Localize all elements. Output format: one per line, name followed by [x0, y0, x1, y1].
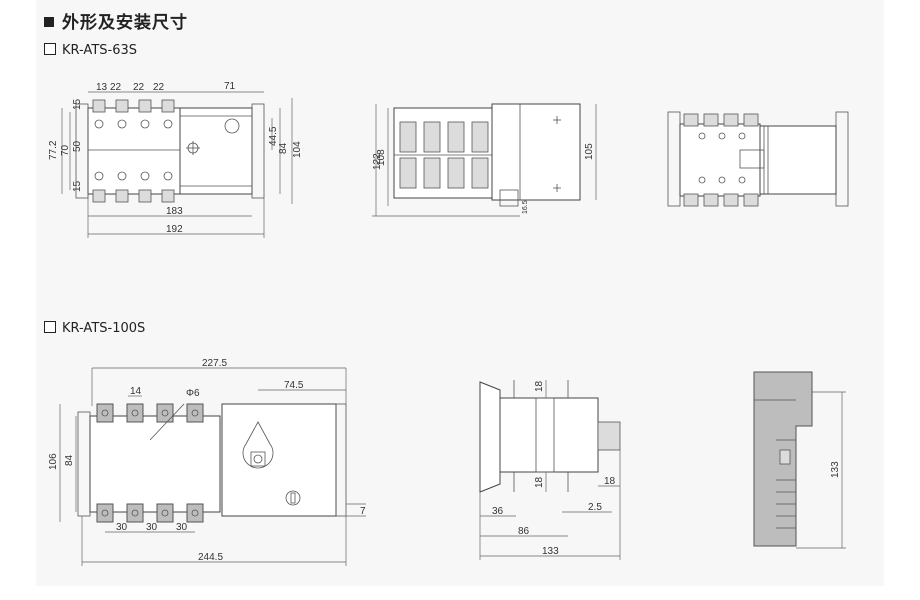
checkbox-square-icon: [44, 321, 56, 333]
dim-63s-left-small-bottom: 15: [72, 180, 83, 192]
dim-63s-top-1: 22: [110, 82, 122, 93]
dim-100s-pitch-0: 30: [116, 522, 128, 533]
100s-handle: [242, 421, 274, 469]
dim-100s-pitch-top: 14: [130, 386, 142, 397]
63s-side-operator: [491, 103, 581, 201]
dim-63s-bottom-a: 183: [166, 206, 183, 217]
100s-front-operator: [221, 403, 337, 517]
dim-63s-top-3: 22: [153, 82, 165, 93]
dim-100s-side-top: 18: [534, 380, 545, 392]
model-label-63s-text: KR-ATS-63S: [62, 43, 137, 58]
dim-100s-top-right: 74.5: [284, 380, 304, 391]
dim-63s-right-b: 84: [278, 142, 289, 154]
100s-lock: [285, 490, 301, 506]
63s-terminal-bottom: [138, 189, 152, 203]
dim-100s-side-right: 18: [604, 476, 616, 487]
100s-terminal-bottom: [126, 503, 144, 523]
drawing-63s-side: 122 108 105 16.5: [372, 103, 597, 217]
dim-100s-side-c: 86: [518, 526, 530, 537]
dim-100s-hole: Φ6: [186, 388, 200, 399]
dim-100s-side-bottom: 18: [534, 476, 545, 488]
63s-back-body: [679, 123, 761, 197]
100s-terminal-top: [156, 403, 174, 423]
dim-63s-left-mid: 70: [60, 144, 71, 156]
100s-terminal-bottom: [96, 503, 114, 523]
bullet-square-icon: [44, 17, 54, 27]
dim-63s-left-small-top: 15: [72, 98, 83, 110]
dim-63s-right-a: 44.5: [268, 126, 279, 146]
100s-front-breaker-body: [89, 415, 221, 513]
63s-terminal-bottom: [161, 189, 175, 203]
dim-100s-side-a: 36: [492, 506, 504, 517]
100s-terminal-top: [186, 403, 204, 423]
63s-terminal-top: [138, 99, 152, 113]
63s-terminal-bottom: [92, 189, 106, 203]
63s-terminal-top: [92, 99, 106, 113]
63s-front-left-bracket: [75, 103, 89, 199]
63s-back-operator: [759, 125, 837, 195]
100s-terminal-top: [126, 403, 144, 423]
dim-63s-side-small: 16.5: [522, 200, 529, 214]
drawing-63s-back: [667, 111, 849, 207]
dim-63s-top-0: 13: [96, 82, 108, 93]
model-label-100s-text: KR-ATS-100S: [62, 321, 146, 336]
100s-side-cover: [479, 381, 501, 493]
dim-63s-side-left-outer: 122: [372, 153, 383, 170]
63s-terminal-top: [161, 99, 175, 113]
section-title-text: 外形及安装尺寸: [62, 13, 188, 33]
checkbox-square-icon: [44, 43, 56, 55]
dim-100s-pitch-1: 30: [146, 522, 158, 533]
100s-side-body: [499, 397, 599, 473]
dim-63s-side-right: 105: [584, 143, 595, 160]
dim-100s-left-inner: 84: [64, 454, 75, 466]
dim-63s-side-left-inner: 108: [376, 149, 387, 166]
dim-63s-top-2: 22: [133, 82, 145, 93]
100s-terminal-top: [96, 403, 114, 423]
63s-front-bracket: [251, 103, 265, 199]
drawing-63s-front: 13 22 22 22 71 77.2 70 50 15 15 44.5 84 …: [48, 81, 303, 238]
dim-63s-left-outer: 77.2: [48, 140, 59, 160]
63s-front-operator-body: [179, 107, 253, 195]
dim-100s-top-total: 227.5: [202, 358, 227, 369]
dim-63s-left-inner: 50: [72, 140, 83, 152]
dim-100s-end-height: 133: [830, 461, 841, 478]
model-label-63s: KR-ATS-63S: [44, 43, 137, 58]
dim-63s-right-top: 71: [224, 81, 236, 92]
63s-terminal-bottom: [115, 189, 129, 203]
63s-terminal-top: [115, 99, 129, 113]
drawing-100s-front: 227.5 74.5 14 Φ6 106 84 30 30 30 244.5 7: [48, 358, 366, 566]
dim-100s-left-outer: 106: [48, 453, 59, 470]
dim-100s-bottom-total: 244.5: [198, 552, 223, 563]
dim-100s-side-b: 2.5: [588, 502, 602, 513]
drawing-100s-end: 133: [753, 371, 846, 549]
dim-100s-pitch-2: 30: [176, 522, 188, 533]
dim-100s-side-d: 133: [542, 546, 559, 557]
63s-knob: [224, 118, 240, 134]
model-label-100s: KR-ATS-100S: [44, 321, 145, 336]
dim-100s-right-small: 7: [360, 506, 366, 517]
100s-terminal-bottom: [186, 503, 204, 523]
100s-terminal-bottom: [156, 503, 174, 523]
drawing-100s-side: 18 18 18 36 2.5 86 133: [479, 380, 621, 560]
section-title: 外形及安装尺寸: [44, 8, 188, 33]
100s-side-shaft: [597, 421, 621, 451]
dim-63s-bottom-b: 192: [166, 224, 183, 235]
dim-63s-right-c: 104: [292, 141, 303, 158]
